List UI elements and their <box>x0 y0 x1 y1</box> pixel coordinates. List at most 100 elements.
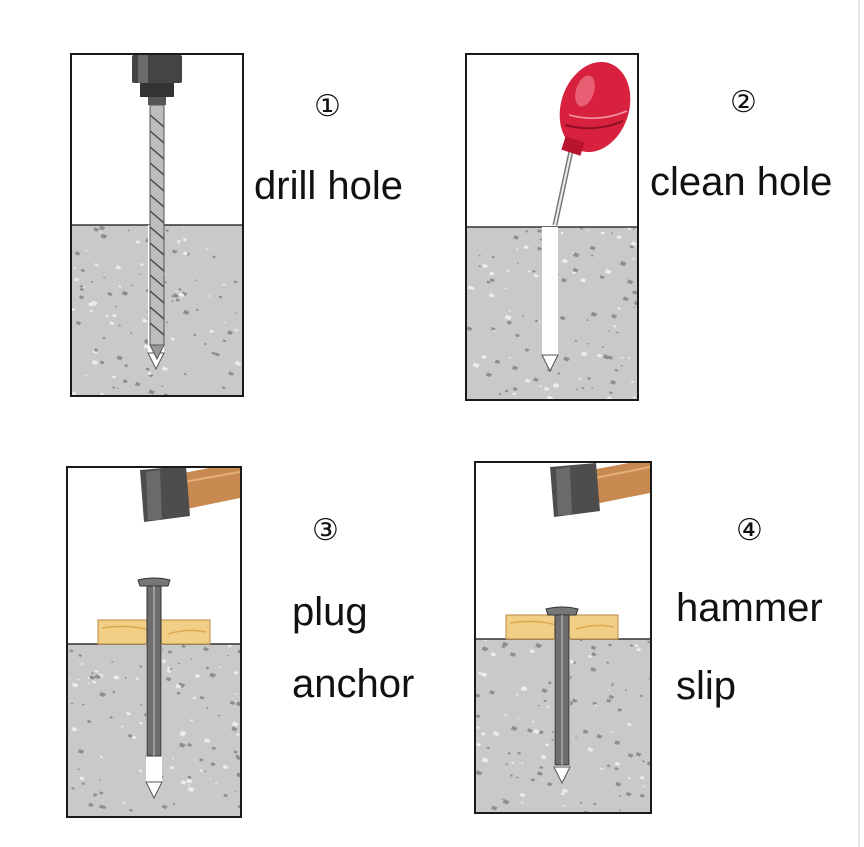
aggregate-speck <box>537 228 542 233</box>
aggregate-speck <box>203 342 207 346</box>
aggregate-speck <box>229 700 236 705</box>
aggregate-speck <box>622 296 630 302</box>
aggregate-speck <box>112 313 118 318</box>
aggregate-speck <box>580 277 587 283</box>
aggregate-speck <box>498 392 502 396</box>
aggregate-speck <box>89 309 94 313</box>
aggregate-speck <box>222 339 227 343</box>
aggregate-speck <box>163 393 169 395</box>
blower-pump-icon <box>552 62 631 226</box>
aggregate-speck <box>193 333 197 337</box>
aggregate-speck <box>604 268 612 275</box>
aggregate-speck <box>511 365 519 371</box>
aggregate-speck <box>181 644 186 648</box>
aggregate-speck <box>89 675 96 680</box>
aggregate-speck <box>107 291 113 297</box>
aggregate-speck <box>630 241 637 247</box>
aggregate-speck <box>559 315 566 321</box>
aggregate-speck <box>183 309 190 315</box>
aggregate-speck <box>521 761 524 764</box>
aggregate-speck <box>209 672 217 678</box>
aggregate-speck <box>93 348 99 352</box>
aggregate-speck <box>472 362 480 368</box>
aggregate-speck <box>114 305 117 308</box>
aggregate-speck <box>561 277 568 283</box>
aggregate-speck <box>187 786 195 793</box>
aggregate-speck <box>175 298 180 302</box>
aggregate-speck <box>602 354 610 360</box>
aggregate-speck <box>233 280 238 284</box>
aggregate-speck <box>116 387 119 390</box>
aggregate-speck <box>617 707 623 712</box>
aggregate-speck <box>619 809 622 811</box>
aggregate-speck <box>580 227 584 230</box>
aggregate-speck <box>71 786 75 790</box>
aggregate-speck <box>176 691 181 695</box>
aggregate-speck <box>476 770 483 776</box>
aggregate-speck <box>544 743 550 747</box>
step-3-label-line-1: plug <box>292 590 368 634</box>
aggregate-speck <box>102 336 106 340</box>
aggregate-speck <box>596 353 603 358</box>
aggregate-speck <box>639 775 645 780</box>
aggregate-speck <box>99 791 104 795</box>
aggregate-speck <box>171 757 175 760</box>
aggregate-speck <box>546 781 553 787</box>
aggregate-speck <box>135 677 140 681</box>
aggregate-speck <box>121 290 129 296</box>
aggregate-speck <box>478 265 482 268</box>
aggregate-speck <box>619 260 627 267</box>
aggregate-speck <box>486 746 491 750</box>
aggregate-speck <box>478 671 483 676</box>
aggregate-speck <box>624 689 628 692</box>
aggregate-speck <box>139 665 143 668</box>
aggregate-speck <box>79 287 85 292</box>
aggregate-speck <box>587 654 593 658</box>
aggregate-speck <box>94 669 99 673</box>
aggregate-speck <box>489 271 495 276</box>
aggregate-speck <box>476 714 481 718</box>
aggregate-speck <box>491 255 495 259</box>
aggregate-speck <box>634 643 639 647</box>
aggregate-speck <box>210 762 216 767</box>
aggregate-speck <box>617 307 622 310</box>
aggregate-speck <box>527 728 533 733</box>
aggregate-speck <box>79 284 84 288</box>
aggregate-speck <box>561 258 569 264</box>
aggregate-speck <box>610 684 614 687</box>
aggregate-speck <box>647 640 650 644</box>
aggregate-speck <box>601 346 605 349</box>
aggregate-speck <box>105 314 109 318</box>
aggregate-speck <box>590 311 598 317</box>
aggregate-speck <box>573 252 580 258</box>
aggregate-speck <box>170 337 176 341</box>
aggregate-speck <box>175 684 182 689</box>
aggregate-speck <box>93 227 100 232</box>
aggregate-speck <box>171 299 174 302</box>
aggregate-speck <box>86 719 92 724</box>
aggregate-speck <box>172 802 176 805</box>
aggregate-speck <box>166 666 171 670</box>
aggregate-speck <box>489 278 495 283</box>
aggregate-speck <box>212 255 217 259</box>
aggregate-speck <box>88 802 94 808</box>
aggregate-speck <box>488 292 495 298</box>
aggregate-speck <box>561 788 569 794</box>
aggregate-speck <box>586 229 589 232</box>
aggregate-speck <box>75 320 82 326</box>
aggregate-speck <box>178 288 182 291</box>
aggregate-speck <box>575 388 579 391</box>
aggregate-speck <box>69 649 74 653</box>
aggregate-speck <box>81 782 86 786</box>
aggregate-speck <box>525 230 529 233</box>
aggregate-speck <box>165 229 170 232</box>
aggregate-speck <box>103 276 106 279</box>
aggregate-speck <box>509 651 517 657</box>
aggregate-speck <box>614 761 621 766</box>
aggregate-speck <box>543 699 547 703</box>
aggregate-speck <box>113 675 120 680</box>
aggregate-speck <box>612 324 617 328</box>
aggregate-speck <box>199 695 205 700</box>
aggregate-speck <box>80 268 86 273</box>
aggregate-speck <box>541 688 548 693</box>
